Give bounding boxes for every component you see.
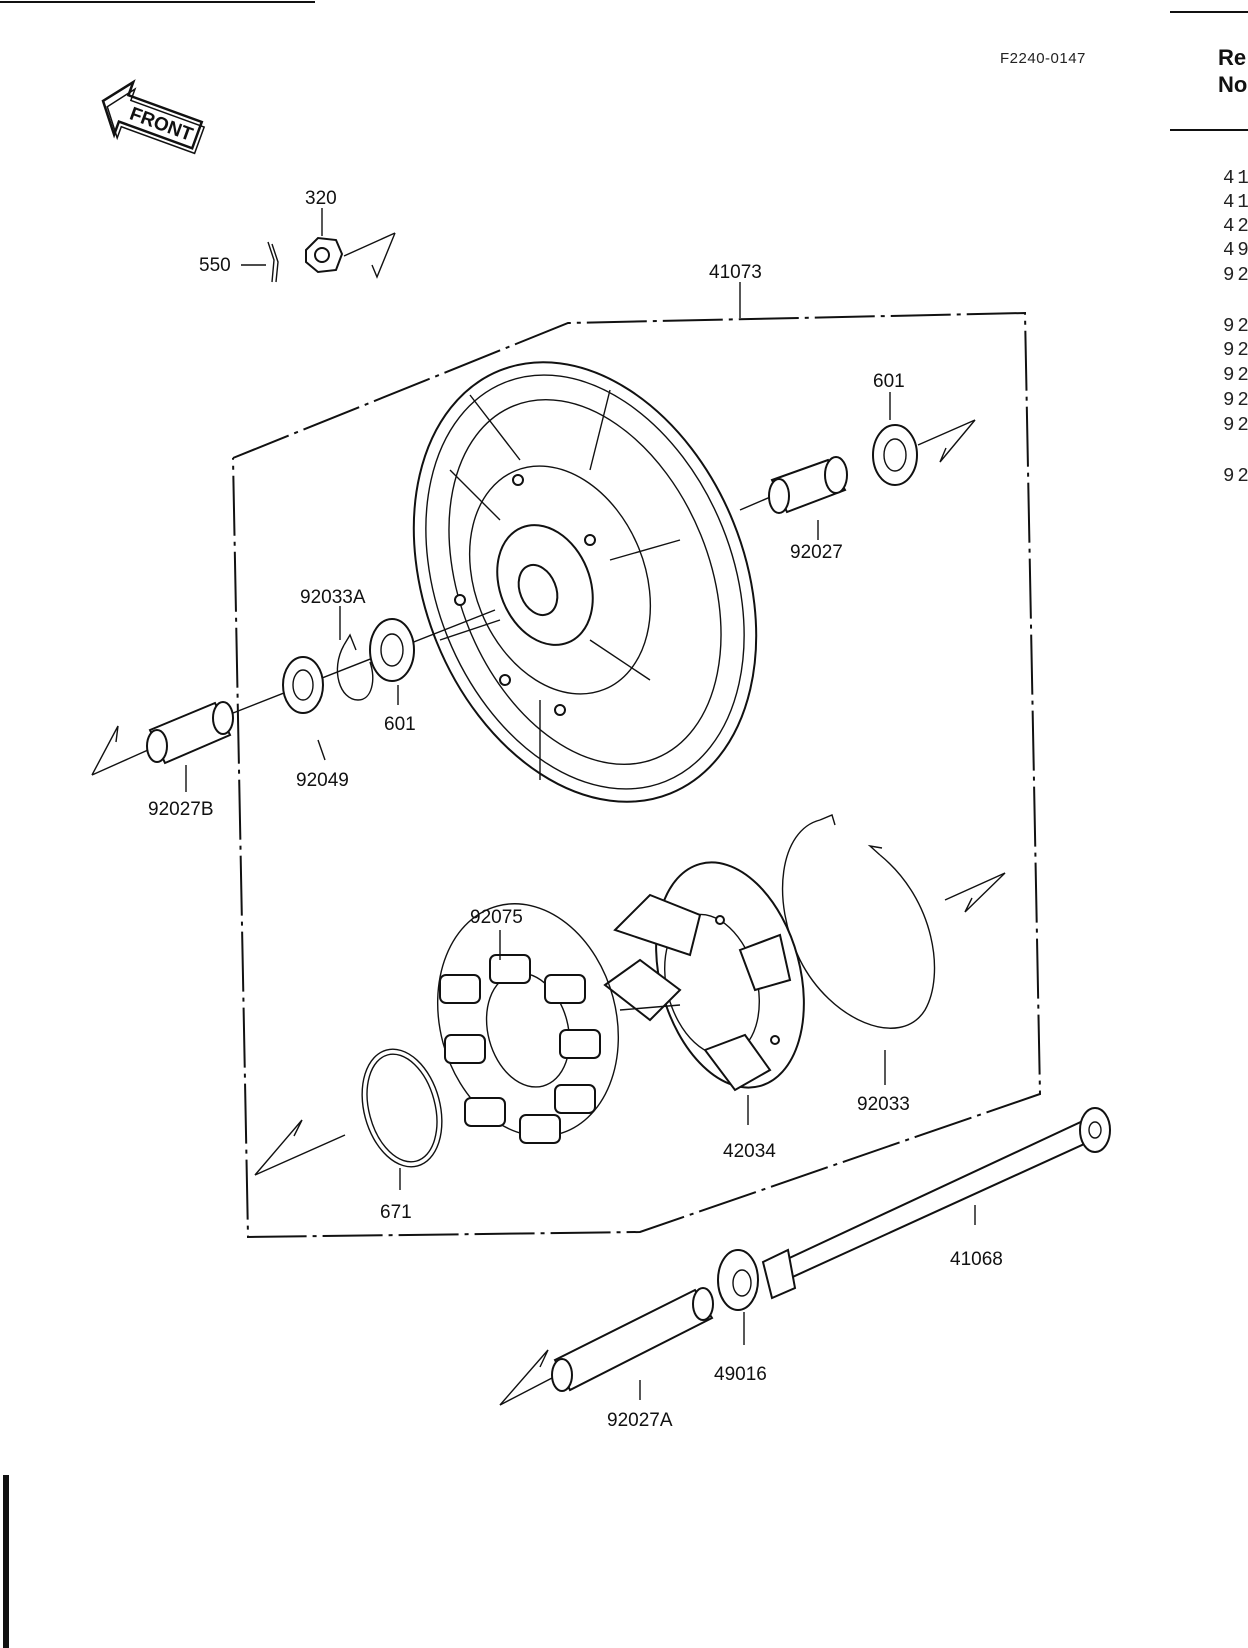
callout-92075: 92075: [470, 907, 523, 928]
bearing-601-right: [872, 419, 976, 486]
callout-92027: 92027: [790, 542, 843, 563]
callout-42034: 42034: [723, 1141, 776, 1162]
right-column-row: 42: [1223, 215, 1248, 237]
callout-92033: 92033: [857, 1094, 910, 1115]
collar-92027B: [91, 701, 234, 776]
right-column-row: 92: [1223, 389, 1248, 411]
o-ring-671: [254, 1048, 443, 1176]
right-column-row: 92: [1223, 364, 1248, 386]
callout-49016: 49016: [714, 1364, 767, 1385]
bearing-601-left: [369, 618, 415, 682]
axle-nut-320: [305, 232, 396, 279]
right-column-row: 92: [1223, 315, 1248, 337]
cotter-pin-550: [267, 241, 279, 283]
coupling-42034: [603, 861, 805, 1092]
callout-92027A: 92027A: [607, 1410, 673, 1431]
circlip-92033: [781, 814, 1006, 1029]
right-column-row: 92: [1223, 264, 1248, 286]
axis-line-left: [227, 609, 496, 716]
callout-671: 671: [380, 1202, 412, 1223]
right-column-row: 92: [1223, 414, 1248, 436]
spacer-49016: [717, 1249, 759, 1311]
leader-lines: [185, 208, 976, 1400]
front-arrow-icon: FRONT: [101, 79, 206, 155]
right-column-row: 92: [1223, 465, 1248, 487]
right-header-line-2: No: [1218, 72, 1247, 97]
collar-92027A: [499, 1287, 714, 1406]
right-header-line-1: Re: [1218, 45, 1246, 70]
callout-41068: 41068: [950, 1249, 1003, 1270]
callout-320: 320: [305, 188, 337, 209]
callout-41073: 41073: [709, 262, 762, 283]
oil-seal-92049: [282, 656, 324, 714]
callout-550: 550: [199, 255, 231, 276]
right-column-row: 41: [1223, 191, 1248, 213]
figure-code: F2240-0147: [1000, 50, 1086, 67]
right-column-row: 49: [1223, 239, 1248, 261]
collar-92027: [768, 456, 848, 514]
rear-wheel-41073: [412, 361, 758, 803]
axle-41068: [761, 1107, 1111, 1300]
right-column-row: 41: [1223, 167, 1248, 189]
callout-92049: 92049: [296, 770, 349, 791]
right-column-row: 92: [1223, 339, 1248, 361]
callout-92027B: 92027B: [148, 799, 214, 820]
callout-92033A: 92033A: [300, 587, 366, 608]
circlip-92033A: [336, 633, 374, 701]
damper-92075: [436, 903, 620, 1144]
assembly-group-outline: [232, 311, 1042, 1239]
callout-601-top: 601: [873, 371, 905, 392]
callout-601-left: 601: [384, 714, 416, 735]
right-column: 41 41 42 49 92 92 92 92 92 92 92: [1223, 167, 1248, 487]
